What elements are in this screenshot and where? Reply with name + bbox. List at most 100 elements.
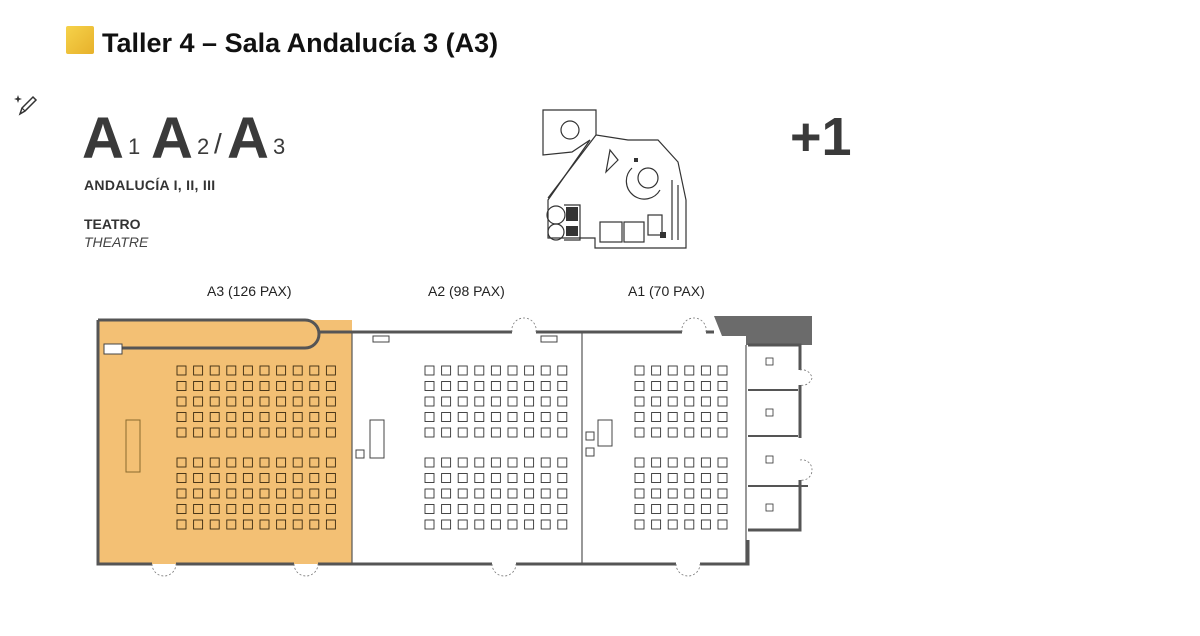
seat-a1 (717, 504, 728, 514)
seat-a3 (325, 473, 336, 483)
seat-a1 (700, 488, 711, 499)
seat-a3 (309, 473, 320, 483)
seat-a3 (309, 396, 320, 407)
seat-a3 (242, 381, 253, 391)
seat-a1 (667, 412, 678, 422)
seat-a3 (176, 457, 187, 468)
seat-a3 (193, 504, 204, 514)
seat-a3 (242, 473, 253, 483)
seat-a1 (667, 381, 678, 391)
seat-a1 (634, 473, 645, 483)
seat-a1 (634, 427, 645, 438)
seat-a3 (193, 365, 204, 376)
seat-a2 (490, 488, 501, 499)
seat-a3 (325, 457, 336, 468)
seat-a2 (474, 457, 485, 468)
seat-a1 (684, 473, 695, 483)
seat-a2 (524, 473, 535, 483)
seat-a2 (457, 504, 468, 514)
seat-a2 (424, 488, 435, 499)
seat-a2 (474, 519, 485, 530)
seat-a1 (634, 504, 645, 514)
seat-a1 (634, 396, 645, 407)
seat-a2 (474, 412, 485, 422)
seat-a3 (259, 473, 270, 483)
seat-a3 (176, 504, 187, 514)
seat-a3 (259, 365, 270, 376)
seat-a2 (474, 504, 485, 514)
seat-a3 (242, 365, 253, 376)
seat-a1 (717, 457, 728, 468)
seat-a3 (226, 473, 237, 483)
seat-a3 (176, 365, 187, 376)
seat-a1 (651, 412, 662, 422)
seat-a1 (651, 381, 662, 391)
seat-a2 (524, 427, 535, 438)
seat-a3 (276, 457, 287, 468)
code-index-2: 2 (197, 134, 210, 159)
seat-a3 (325, 396, 336, 407)
edit-sparkle-icon[interactable] (14, 92, 40, 118)
seat-a1 (634, 457, 645, 468)
seat-a3 (309, 519, 320, 530)
seat-a1 (651, 427, 662, 438)
seating-grid (176, 365, 728, 530)
seat-a2 (457, 473, 468, 483)
seat-a1 (700, 381, 711, 391)
seat-a2 (557, 519, 568, 530)
seat-a2 (557, 488, 568, 499)
seat-a3 (259, 396, 270, 407)
seat-a1 (684, 412, 695, 422)
seat-a1 (651, 396, 662, 407)
seat-a1 (651, 473, 662, 483)
seat-a2 (507, 519, 518, 530)
seat-a2 (557, 504, 568, 514)
seat-a1 (684, 396, 695, 407)
seat-a2 (507, 412, 518, 422)
seat-a1 (667, 427, 678, 438)
seat-a3 (276, 412, 287, 422)
seat-a2 (490, 412, 501, 422)
floor-number: +1 (790, 107, 852, 167)
seat-a2 (474, 488, 485, 499)
seat-a1 (700, 457, 711, 468)
seat-a3 (325, 381, 336, 391)
seat-a1 (700, 473, 711, 483)
seat-a2 (524, 519, 535, 530)
seat-a3 (193, 488, 204, 499)
room-label-a3: A3 (126 PAX) (207, 283, 292, 299)
seat-a1 (667, 396, 678, 407)
seat-a2 (507, 457, 518, 468)
seat-a2 (474, 473, 485, 483)
seat-a2 (540, 412, 551, 422)
code-letter-1: A (82, 106, 124, 171)
seat-a3 (193, 427, 204, 438)
room-a3-highlight[interactable] (98, 320, 352, 564)
seat-a3 (209, 488, 220, 499)
seat-a1 (667, 365, 678, 376)
seat-a2 (507, 504, 518, 514)
seat-a2 (540, 365, 551, 376)
seat-a1 (634, 412, 645, 422)
seat-a3 (209, 473, 220, 483)
seat-a3 (309, 504, 320, 514)
seat-a3 (292, 396, 303, 407)
seat-a3 (292, 473, 303, 483)
seat-a2 (490, 457, 501, 468)
seat-a1 (684, 365, 695, 376)
seat-a2 (557, 457, 568, 468)
seat-a3 (176, 473, 187, 483)
seat-a3 (193, 381, 204, 391)
seat-a1 (700, 396, 711, 407)
seat-a2 (441, 427, 452, 438)
seat-a3 (325, 365, 336, 376)
seat-a3 (276, 504, 287, 514)
seat-a3 (209, 427, 220, 438)
seat-a3 (242, 488, 253, 499)
seat-a2 (540, 457, 551, 468)
seat-a3 (325, 412, 336, 422)
seat-a3 (276, 473, 287, 483)
seat-a2 (540, 381, 551, 391)
seat-a3 (259, 504, 270, 514)
